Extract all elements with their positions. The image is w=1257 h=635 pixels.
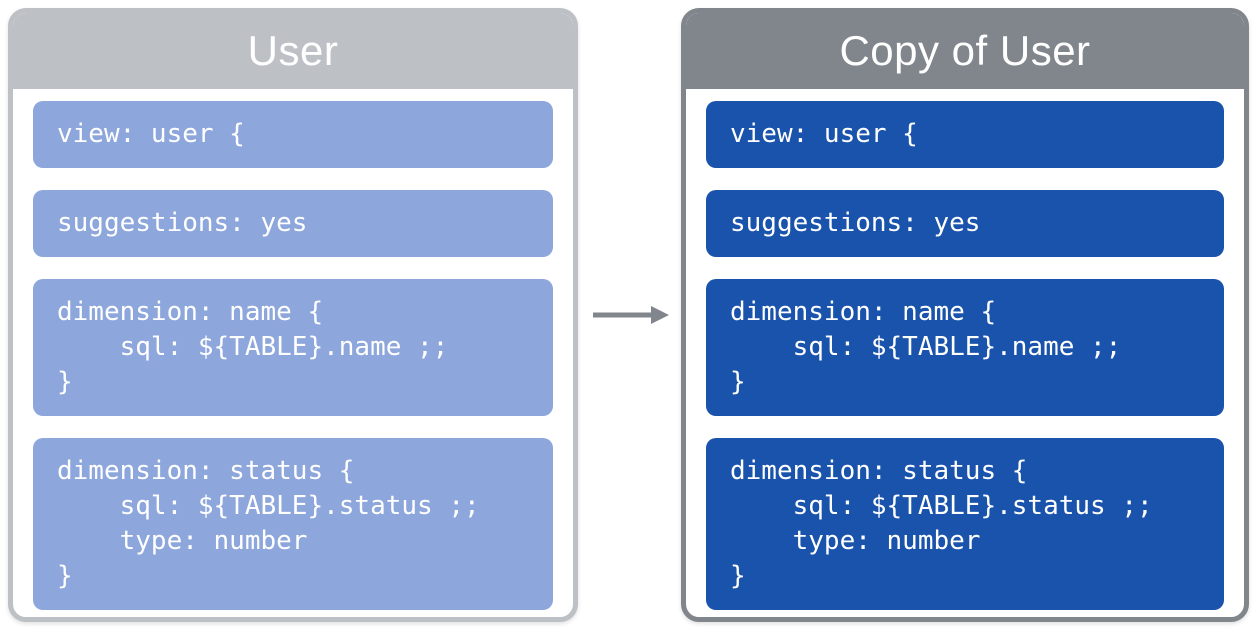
panel-user-title: User: [247, 27, 339, 74]
code-block-suggestions-copy: suggestions: yes: [706, 190, 1224, 257]
code-block-suggestions: suggestions: yes: [33, 190, 553, 257]
code-block-dimension-name: dimension: name { sql: ${TABLE}.name ;; …: [33, 279, 553, 416]
panel-user-header: User: [13, 13, 573, 89]
code-block-view-declaration-copy: view: user {: [706, 101, 1224, 168]
panel-user-body: view: user { suggestions: yes dimension:…: [13, 89, 573, 610]
panel-user: User view: user { suggestions: yes dimen…: [8, 8, 578, 622]
code-block-dimension-name-copy: dimension: name { sql: ${TABLE}.name ;; …: [706, 279, 1224, 416]
panel-copy-of-user-body: view: user { suggestions: yes dimension:…: [686, 89, 1244, 610]
panel-copy-of-user-header: Copy of User: [686, 13, 1244, 89]
panel-copy-of-user-title: Copy of User: [839, 27, 1091, 74]
code-block-view-declaration: view: user {: [33, 101, 553, 168]
copy-arrow-right-icon: [593, 306, 669, 324]
code-block-dimension-status: dimension: status { sql: ${TABLE}.status…: [33, 438, 553, 610]
code-block-dimension-status-copy: dimension: status { sql: ${TABLE}.status…: [706, 438, 1224, 610]
panel-copy-of-user: Copy of User view: user { suggestions: y…: [681, 8, 1249, 622]
